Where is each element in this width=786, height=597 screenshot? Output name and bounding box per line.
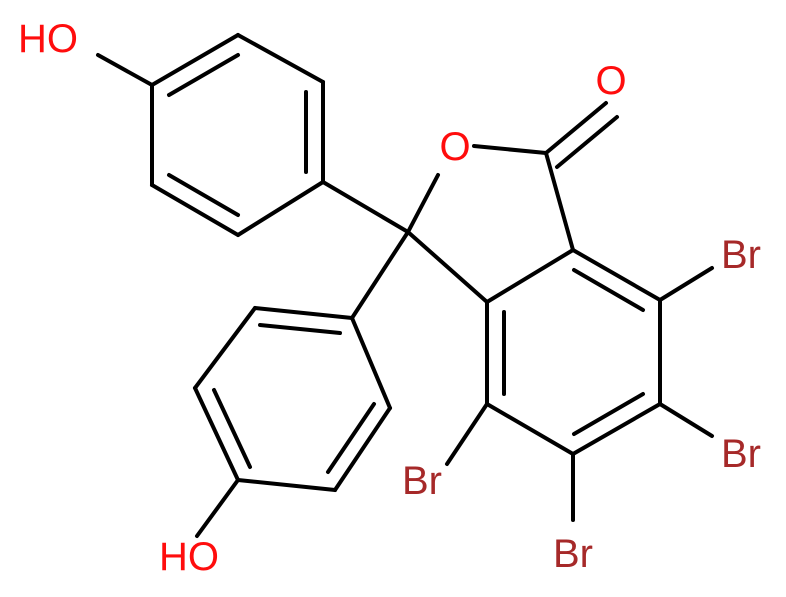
bond-lower-ring-3-inner [212, 388, 252, 469]
bond-sp3c-ring [406, 230, 489, 304]
bond-lower-ring-1 [253, 306, 354, 320]
bond-br-upper-right [658, 266, 714, 302]
bond-upper-oh [96, 53, 154, 87]
atom-label-ring-oxygen: O [439, 125, 470, 169]
bond-benzo-3-inner [572, 392, 645, 436]
bond-upper-ring-2 [236, 33, 325, 84]
bond-br-lower-right [658, 402, 714, 438]
bond-br-left [445, 402, 489, 466]
bond-benzo-4 [485, 402, 575, 456]
bond-carbonyl-c-o-1 [544, 101, 608, 155]
bond-benzo-3 [571, 402, 662, 456]
bond-lower-ring-5-inner [326, 402, 376, 474]
bond-upper-ring-6 [236, 180, 325, 237]
atom-label-bromine-lower-right: Br [721, 432, 761, 476]
atom-label-bromine-bottom: Br [553, 532, 593, 576]
bond-sp3c-lower-phenyl [350, 230, 410, 320]
bond-sp3c-upper-phenyl [321, 180, 410, 234]
atom-label-hydroxyl-bottom: HO [159, 535, 219, 579]
atom-label-hydroxyl-top: HO [18, 17, 78, 61]
bond-lower-oh [195, 478, 240, 538]
bond-lower-ring-1-inner [258, 323, 342, 335]
bond-upper-ring-5-inner [167, 173, 240, 217]
bond-benzo-6 [485, 248, 575, 304]
bond-lower-ring-5 [333, 406, 392, 492]
bond-lower-ring-4 [236, 478, 337, 492]
bond-c-ring-o [406, 173, 440, 234]
atom-label-bromine-left: Br [402, 459, 442, 503]
bond-benzo-1 [571, 248, 662, 302]
bond-lower-ring-6 [350, 316, 392, 410]
bond-lower-ring-3 [193, 386, 240, 482]
atom-label-carbonyl-oxygen: O [595, 59, 626, 103]
atom-label-bromine-upper-right: Br [721, 233, 761, 277]
bond-benzo-1-inner [572, 268, 645, 312]
bond-carbonyl-c-o-2 [555, 115, 619, 169]
bond-upper-ring-3 [150, 33, 240, 87]
bond-ring-o-carbonyl-c [472, 144, 548, 155]
bond-carbonyl-c-ring [544, 151, 575, 252]
bond-lower-ring-2 [193, 306, 257, 390]
bond-upper-ring-3-inner [167, 53, 240, 97]
bond-upper-ring-5 [150, 183, 240, 237]
